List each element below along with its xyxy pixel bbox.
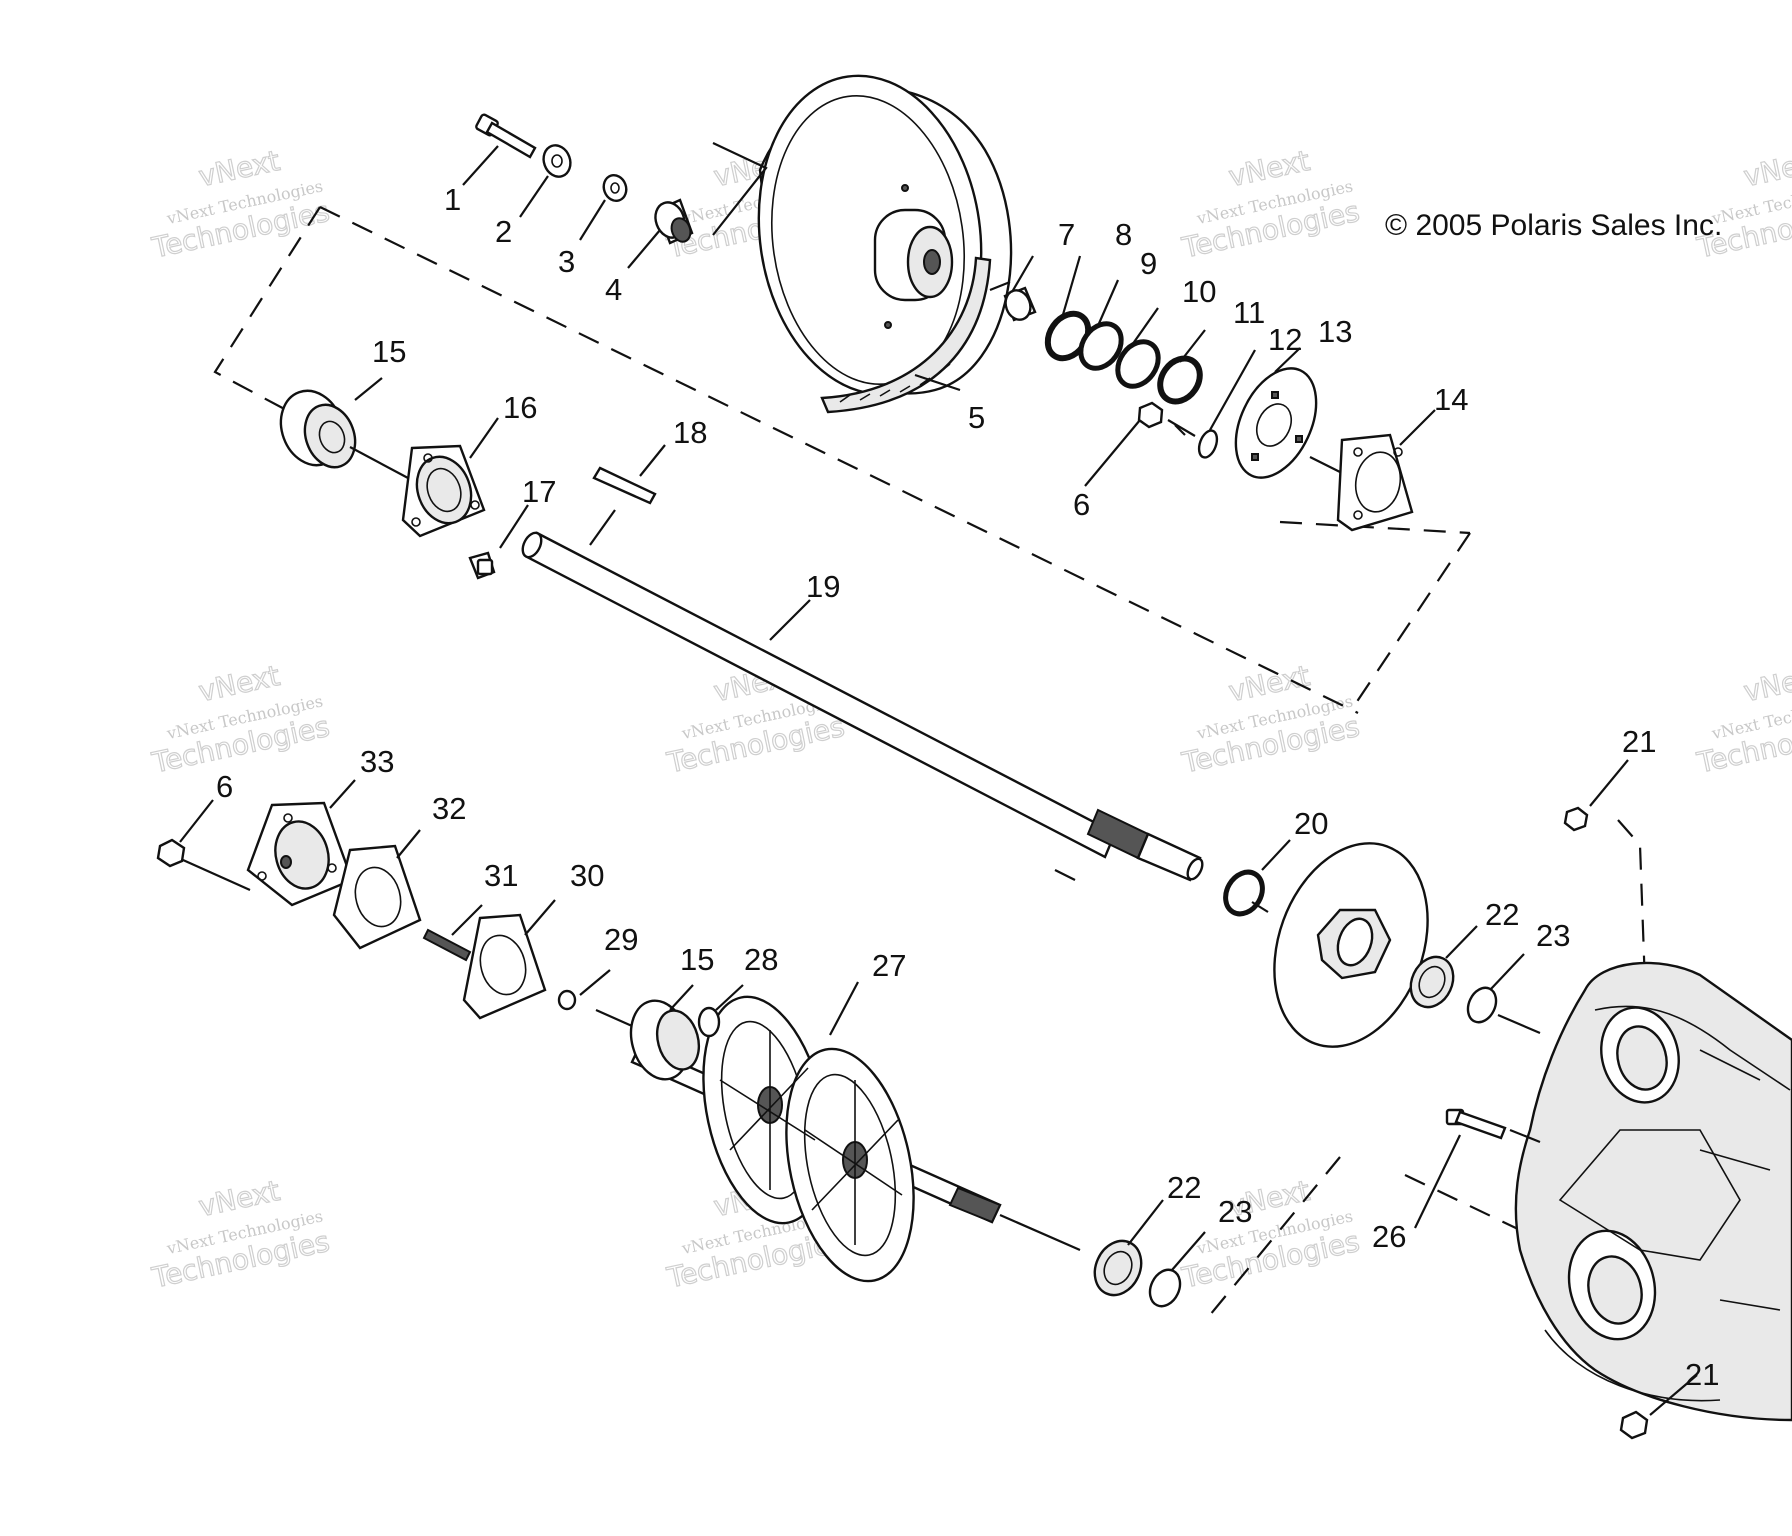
- callout-26: 26: [1372, 1219, 1406, 1254]
- callout-31: 31: [484, 858, 518, 893]
- pin-31: [422, 928, 472, 962]
- callout-29: 29: [604, 922, 638, 957]
- callout-14: 14: [1434, 382, 1468, 417]
- callout-13: 13: [1318, 314, 1352, 349]
- callout-15-lower: 15: [680, 942, 714, 977]
- ring-9: [1078, 321, 1124, 371]
- callout-15-upper: 15: [372, 334, 406, 369]
- shaft-19: [521, 531, 1204, 882]
- callout-6-upper: 6: [1073, 487, 1090, 522]
- callout-30: 30: [570, 858, 604, 893]
- callout-19: 19: [806, 569, 840, 604]
- nut-21-lower: [1619, 1410, 1649, 1440]
- gasket-32: [332, 844, 422, 950]
- callout-21-lower: 21: [1685, 1357, 1719, 1392]
- sprocket-disc: [1273, 842, 1429, 1048]
- bearing-15-upper: [279, 389, 357, 469]
- flange-33: [246, 801, 354, 907]
- bolt-1: [475, 113, 537, 159]
- callout-22-lower: 22: [1167, 1170, 1201, 1205]
- driven-pulley-5: [757, 74, 1013, 414]
- bolt-29: [557, 989, 577, 1011]
- watermark-text: vNext: [1226, 144, 1313, 193]
- leader-lines: [179, 142, 1698, 1416]
- callout-4: 4: [605, 272, 622, 307]
- assembly-outline-upper: [213, 206, 1471, 714]
- callout-7: 7: [1058, 217, 1075, 252]
- callout-20: 20: [1294, 806, 1328, 841]
- callout-3: 3: [558, 244, 575, 279]
- ring-20: [1223, 869, 1265, 917]
- drive-shaft-27: [629, 995, 1002, 1283]
- callout-11: 11: [1233, 295, 1265, 330]
- seal-23-lower: [1148, 1268, 1182, 1308]
- chaincase-housing: [1514, 961, 1792, 1422]
- flange-14: [1336, 433, 1414, 532]
- ring-10: [1115, 339, 1161, 389]
- flange-30: [462, 913, 547, 1020]
- flange-16: [401, 444, 486, 538]
- assembly-outline-lower: [1209, 819, 1647, 1316]
- callout-numbers: 1 2 3 4 5 6 7 8 9 10 11 12 13 14 15 16 1…: [216, 182, 1719, 1392]
- copyright-notice: © 2005 Polaris Sales Inc.: [1385, 209, 1722, 242]
- callout-9: 9: [1140, 246, 1157, 281]
- bearing-22-upper: [1409, 955, 1455, 1009]
- watermark-text: vNext: [1741, 144, 1792, 193]
- washer-2: [542, 144, 572, 178]
- callout-12: 12: [1268, 322, 1302, 357]
- callout-27: 27: [872, 948, 906, 983]
- key-18: [592, 466, 657, 505]
- callout-21-upper: 21: [1622, 724, 1656, 759]
- bearing-22-lower: [1093, 1239, 1143, 1297]
- callout-33: 33: [360, 744, 394, 779]
- nut-21-upper: [1563, 806, 1589, 832]
- nut-6-lower: [156, 838, 186, 868]
- callout-18: 18: [673, 415, 707, 450]
- ring-11: [1157, 355, 1203, 405]
- plate-13: [1234, 367, 1318, 479]
- callout-10: 10: [1182, 274, 1216, 309]
- callout-28: 28: [744, 942, 778, 977]
- callout-6-lower: 6: [216, 769, 233, 804]
- callout-16: 16: [503, 390, 537, 425]
- spacer-4: [654, 198, 694, 245]
- bolt-17: [468, 551, 496, 580]
- seal-23-upper: [1466, 986, 1498, 1024]
- callout-32: 32: [432, 791, 466, 826]
- watermark-text: vNext: [196, 1174, 283, 1223]
- nut-6-upper: [1137, 401, 1164, 429]
- bolt-26: [1445, 1108, 1507, 1140]
- callout-2: 2: [495, 214, 512, 249]
- callout-8: 8: [1115, 217, 1132, 252]
- watermark-text: vNext: [1741, 659, 1792, 708]
- callout-1: 1: [444, 182, 461, 217]
- callout-5: 5: [968, 400, 985, 435]
- watermark-text: vNext: [196, 144, 283, 193]
- callout-17: 17: [522, 474, 556, 509]
- callout-23-upper: 23: [1536, 918, 1570, 953]
- washer-12: [1197, 429, 1219, 459]
- watermark-text: vNext: [196, 659, 283, 708]
- callout-23-lower: 23: [1218, 1194, 1252, 1229]
- seal-28: [697, 1006, 721, 1038]
- washer-3: [602, 174, 628, 202]
- callout-22-upper: 22: [1485, 897, 1519, 932]
